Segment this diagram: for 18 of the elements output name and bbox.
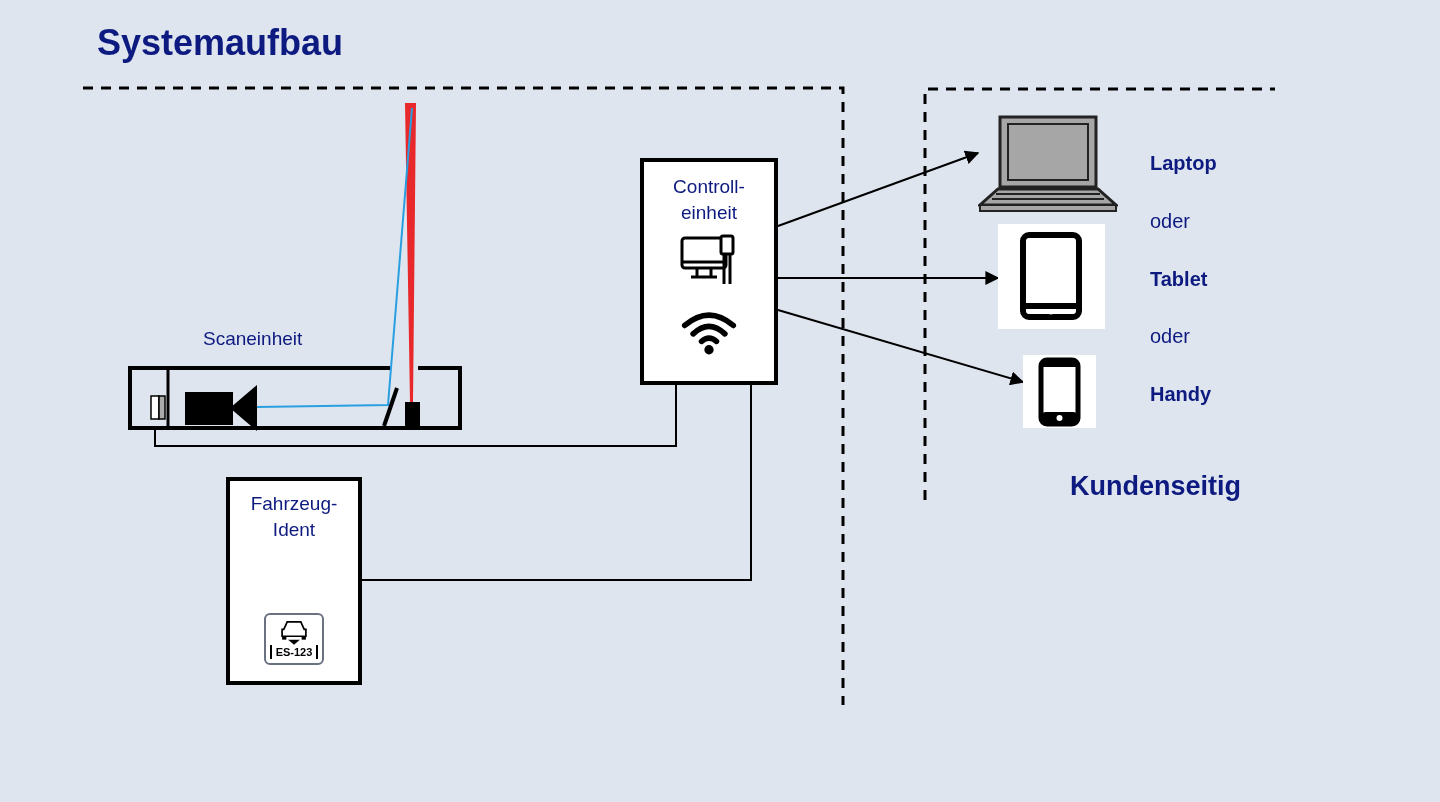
unit-box — [226, 477, 362, 685]
node-label: Fahrzeug- Ident — [249, 492, 339, 542]
title: Systemaufbau — [97, 21, 344, 65]
device-label: Handy — [1150, 382, 1212, 407]
arrow — [777, 271, 1000, 285]
connector-line — [154, 384, 677, 447]
text-label: oder — [1150, 324, 1191, 349]
arrow — [777, 309, 1025, 386]
text-label: oder — [1150, 209, 1191, 234]
connector-line — [361, 384, 752, 581]
device-label: Laptop — [1150, 151, 1217, 176]
node-label: Controll- einheit — [672, 175, 746, 225]
plate-number: ES-123 — [269, 645, 319, 659]
unit-box — [640, 158, 778, 385]
zone-label: Kundenseitig — [1070, 470, 1241, 503]
node-label: Scaneinheit — [203, 327, 303, 351]
device-label: Tablet — [1150, 267, 1208, 292]
arrow — [777, 150, 980, 227]
